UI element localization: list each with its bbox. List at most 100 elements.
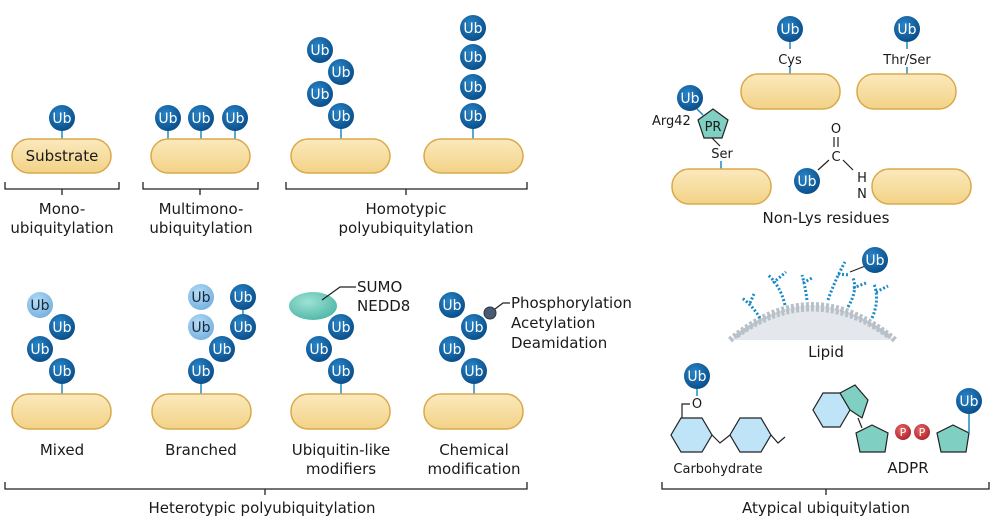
svg-text:Ub: Ub [52,320,71,336]
mono-ubiquitylation-group: Ub Substrate Mono- ubiquitylation [4,105,120,237]
substrate [856,73,957,110]
ub-node: Ub [460,103,486,129]
ub-node: Ub [209,336,235,362]
ub-node: Ub [328,358,354,384]
oxygen-label: O [831,122,841,137]
mono-label-2: ubiquitylation [10,219,113,237]
svg-text:Ub: Ub [52,364,71,380]
non-lys-residues-group: Ub Cys Ub Thr/Ser Ub PR Arg42 Ser O C Ub… [652,16,972,227]
hydrogen-label: H [857,171,867,186]
ub-node: Ub [439,336,465,362]
bracket [285,182,528,195]
phosphate [914,424,930,440]
svg-text:Ub: Ub [233,290,252,306]
ub-node: Ub [777,16,803,42]
svg-text:Ub: Ub [309,342,328,358]
branched-label: Branched [165,441,237,459]
oxygen-label: O [692,397,702,412]
svg-text:Ub: Ub [797,174,816,190]
substrate [290,138,391,174]
homotypic-label-2: polyubiquitylation [339,219,474,237]
chemical-label-1: Chemical [439,441,509,459]
ub-node-light: Ub [188,284,214,310]
callout-line [494,302,510,310]
mono-label-1: Mono- [39,200,86,218]
substrate-label: Substrate [26,147,99,165]
atypical-label: Atypical ubiquitylation [742,499,910,517]
substrate [423,138,524,174]
svg-text:Ub: Ub [331,320,350,336]
heterotypic-label: Heterotypic polyubiquitylation [148,499,375,517]
ub-node: Ub [328,103,354,129]
homotypic-label-1: Homotypic [366,200,447,218]
ub-node: Ub [460,74,486,100]
acetylation-label: Acetylation [511,314,595,332]
pr-pentagon [697,108,729,139]
lipid-chains [741,261,889,319]
svg-text:P: P [900,426,907,439]
svg-text:Ub: Ub [463,80,482,96]
svg-text:Ub: Ub [191,364,210,380]
homotypic-polyubiquitylation-group: Ub Ub Ub Ub Ub Ub Ub Ub Homotypic polyub… [285,15,528,237]
ub-node: Ub [677,85,703,111]
svg-text:Ub: Ub [52,111,71,127]
ub-node: Ub [49,358,75,384]
svg-text:Ub: Ub [687,369,706,385]
ser-label: Ser [711,147,733,162]
mixed-chain-group: Ub Ub Ub Ub Mixed [11,292,112,459]
svg-text:Ub: Ub [897,22,916,38]
ub-node: Ub [684,363,710,389]
substrate [671,168,772,205]
svg-text:Ub: Ub [233,320,252,336]
thr-ser-label: Thr/Ser [882,53,931,68]
svg-text:Ub: Ub [780,22,799,38]
substrate [151,393,252,430]
multimono-label-2: ubiquitylation [149,219,252,237]
adpr-group: P P Ub ADPR [812,384,982,477]
ub-node: Ub [49,105,75,131]
chemical-modification-group: Ub Ub Ub Ub Phosphorylation Acetylation … [423,292,632,478]
ub-node: Ub [439,292,465,318]
sumo-label: SUMO [357,278,402,296]
ub-node: Ub [307,81,333,107]
substrate [150,138,251,174]
phosphorylation-label: Phosphorylation [511,294,632,312]
ub-node: Ub [230,284,256,310]
carbon-label: C [831,150,840,165]
nitrogen-label: N [857,187,867,202]
substrate [871,168,972,205]
ub-node-light: Ub [27,292,53,318]
ubl-label-1: Ubiquitin-like [292,441,391,459]
ribose-ring [855,424,889,453]
ub-node: Ub [188,105,214,131]
heterotypic-bracket [4,482,528,495]
non-lys-label: Non-Lys residues [763,209,890,227]
ub-node: Ub [460,44,486,70]
bracket [142,182,259,195]
svg-text:Ub: Ub [310,43,329,59]
ub-node: Ub [794,168,820,194]
ub-node: Ub [460,15,486,41]
lipid-label: Lipid [808,343,844,361]
callout-line [321,286,356,301]
ub-node: Ub [894,16,920,42]
ub-node: Ub [188,358,214,384]
nedd8-label: NEDD8 [357,297,410,315]
svg-text:Ub: Ub [158,111,177,127]
adpr-label: ADPR [887,459,928,477]
substrate [290,393,391,430]
branched-chain-group: Ub Ub Ub Ub Ub Ub Branched [151,284,256,459]
ubl-modifiers-group: SUMO NEDD8 Ub Ub Ub Ubiquitin-like modif… [289,278,410,478]
svg-text:Ub: Ub [463,21,482,37]
ribose-ring [936,424,970,453]
carbohydrate-label: Carbohydrate [673,462,762,477]
ub-node: Ub [222,105,248,131]
svg-text:Ub: Ub [191,111,210,127]
svg-text:Ub: Ub [331,109,350,125]
carbohydrate-group: Ub O Carbohydrate [670,363,786,477]
ub-node: Ub [956,388,982,414]
adenine-pentagon [839,384,869,419]
ub-node: Ub [230,314,256,340]
membrane [730,305,895,340]
